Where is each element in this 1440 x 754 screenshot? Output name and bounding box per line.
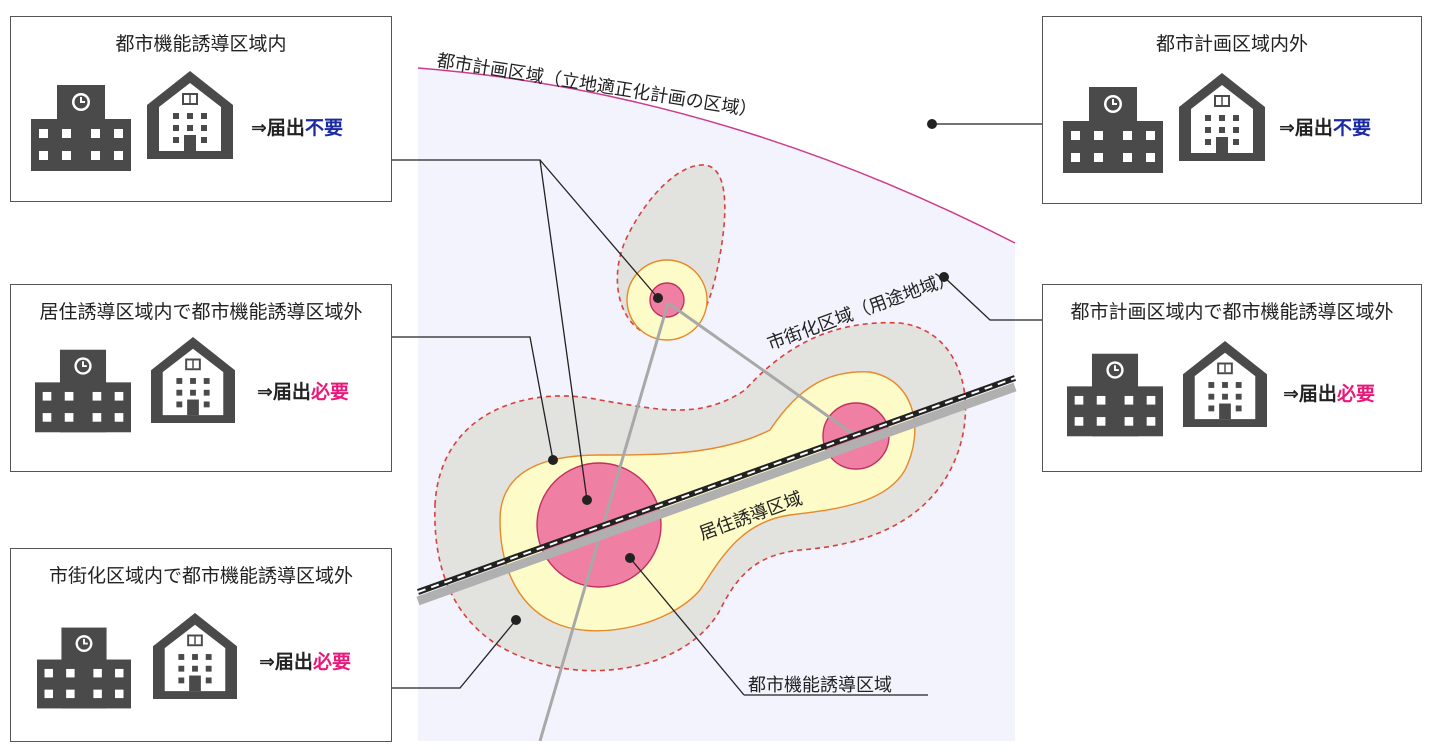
notice-requirement: ⇒届出必要 [259,647,351,674]
notice-requirement: ⇒届出不要 [1279,113,1371,140]
leader-dot [927,119,937,129]
apartment-building-icon [153,613,237,699]
notice-box-urbanization-inside: 市街化区域内で都市機能誘導区域外 ⇒届出必要 [10,548,392,742]
apartment-building-icon [147,71,233,159]
leader-lines [392,123,1042,696]
notice-requirement: ⇒届出必要 [257,377,349,404]
arrow-symbol: ⇒ [1283,383,1299,405]
status-required: 必要 [310,381,349,403]
leader-box1-b [539,159,659,299]
leader-box4 [943,276,1042,321]
notice-prefix: 届出 [272,381,311,403]
leader-dot [582,495,592,505]
road-branch [667,301,857,438]
notice-box-residential-inside: 居住誘導区域内で都市機能誘導区域外 ⇒届出必要 [10,284,392,472]
railway-shadow [416,382,1017,606]
leader-dot [653,293,663,303]
notice-requirement: ⇒届出必要 [1283,379,1375,406]
box-title: 都市機能誘導区域内 [115,33,287,55]
city-planning-area-border [417,67,1016,244]
arrow-symbol: ⇒ [1279,117,1295,139]
notice-prefix: 届出 [1294,117,1333,139]
apartment-building-icon [1183,341,1267,427]
leader-dot [548,455,558,465]
leader-dot [939,272,949,282]
box-title: 都市計画区域内外 [1155,33,1308,55]
arrow-symbol: ⇒ [257,381,273,403]
arrow-symbol: ⇒ [251,117,267,139]
box-title: 居住誘導区域内で都市機能誘導区域外 [39,301,363,323]
clock-building-icon [31,85,131,171]
notice-box-city-planning-in-out: 都市計画区域内外 ⇒届出不要 [1042,16,1422,204]
leader-dot [511,615,521,625]
notice-prefix: 届出 [266,117,305,139]
status-not-required: 不要 [1332,117,1371,139]
clock-building-icon [37,627,131,709]
status-not-required: 不要 [304,117,343,139]
apartment-building-icon [1179,73,1265,161]
box-title: 市街化区域内で都市機能誘導区域外 [48,565,353,587]
clock-building-icon [1067,353,1163,437]
status-required: 必要 [312,651,351,673]
notice-box-urban-function-inside: 都市機能誘導区域内 ⇒届出不要 [10,16,392,202]
notice-box-city-planning-outside-function: 都市計画区域内で都市機能誘導区域外 ⇒届出必要 [1042,284,1422,472]
road [538,302,670,742]
leader-dot [625,553,635,563]
box-title: 都市計画区域内で都市機能誘導区域外 [1070,301,1394,323]
clock-building-icon [1063,87,1163,173]
railway-dashes [417,377,1016,593]
urban-function-area-label: 都市機能誘導区域 [748,675,892,696]
leader-box3 [392,336,554,461]
notice-prefix: 届出 [1298,383,1337,405]
clock-building-icon [35,349,131,433]
leader-function-label [629,557,745,696]
notice-requirement: ⇒届出不要 [251,113,343,140]
leader-box5 [392,619,517,689]
arrow-symbol: ⇒ [259,651,275,673]
leader-dots [511,119,949,625]
apartment-building-icon [151,337,235,423]
status-required: 必要 [1336,383,1375,405]
notice-prefix: 届出 [274,651,313,673]
